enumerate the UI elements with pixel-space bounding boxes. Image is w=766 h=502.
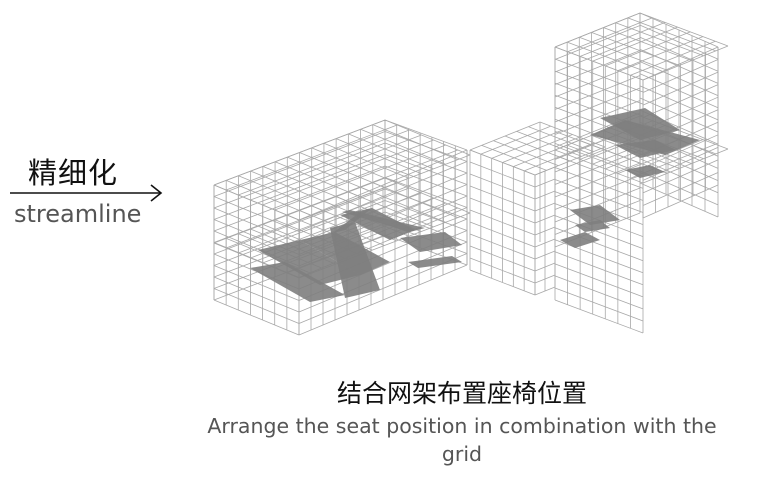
seat-platform <box>625 165 665 178</box>
streamline-label-english: streamline <box>14 200 142 228</box>
seat-platform <box>575 220 610 232</box>
streamline-label-chinese: 精细化 <box>28 156 119 190</box>
seat-platform <box>250 262 345 302</box>
grid-lines <box>554 12 729 81</box>
grid-face <box>469 121 606 176</box>
grid-face <box>534 166 556 296</box>
seat-platform <box>330 222 380 298</box>
grid-face <box>554 46 644 334</box>
grid-lines <box>554 46 644 334</box>
seat-platform <box>560 232 600 248</box>
seat-platform <box>615 140 675 158</box>
grid-lines <box>469 149 536 296</box>
grid-face <box>554 12 729 81</box>
grid-lines <box>469 121 606 176</box>
seat-platform <box>408 256 462 268</box>
seat-platform <box>342 210 425 232</box>
grid-lines <box>534 166 556 296</box>
seat-platform <box>600 108 680 140</box>
grid-face <box>469 149 536 296</box>
seat-platform <box>258 240 360 285</box>
seat-platform <box>570 205 620 225</box>
arrow-right-icon <box>10 184 163 202</box>
seating-platforms <box>250 108 700 302</box>
caption-chinese: 结合网架布置座椅位置 <box>336 379 587 408</box>
seat-platform <box>400 232 462 252</box>
caption-english: Arrange the seat position in combination… <box>207 414 717 466</box>
